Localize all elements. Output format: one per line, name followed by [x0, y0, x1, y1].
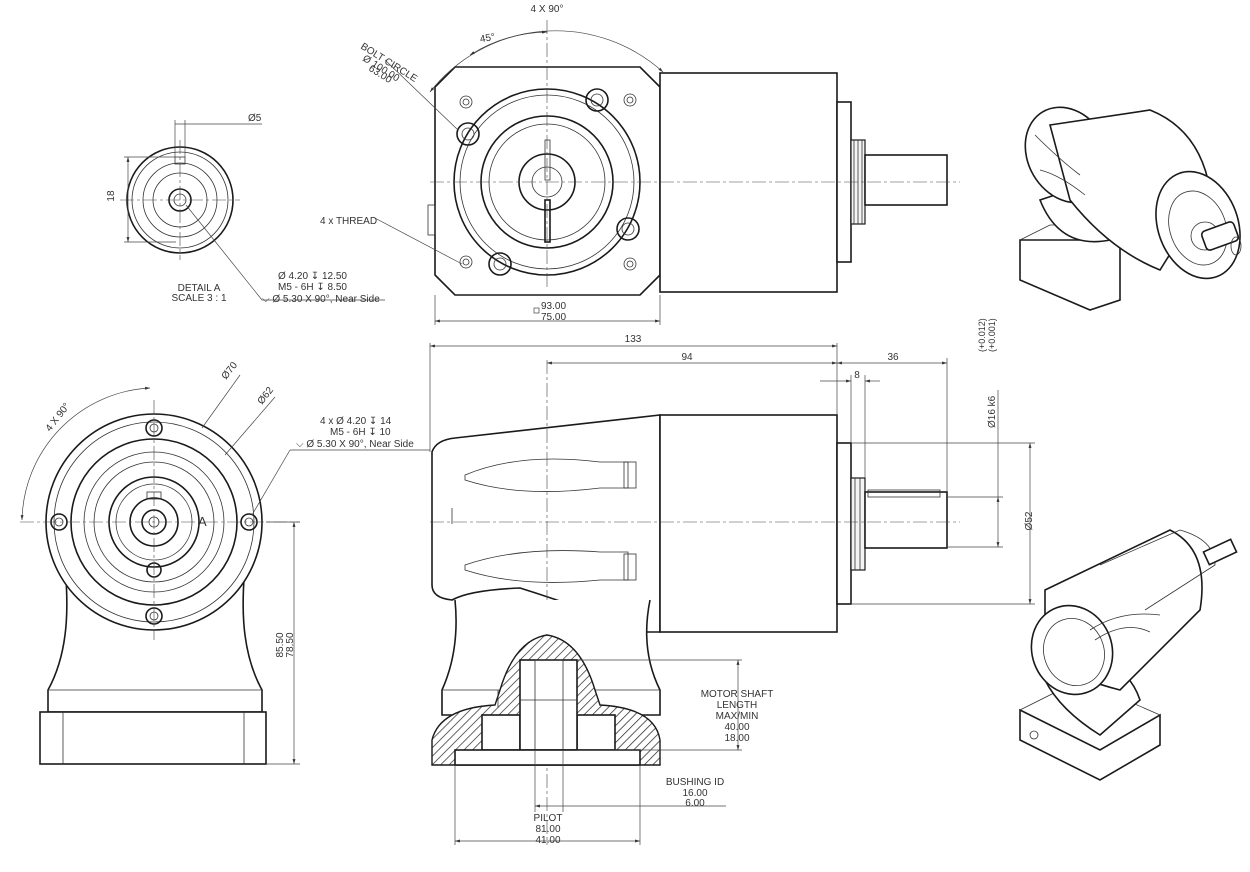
detail-scale: SCALE 3 : 1 [171, 293, 226, 304]
top-4x90-label: 4 X 90° [531, 4, 564, 15]
dim-94: 94 [681, 352, 693, 363]
front-spec-3: ⌵ Ø 5.30 X 90°, Near Side [296, 439, 414, 450]
dim-8: 8 [854, 370, 860, 381]
front-view [20, 374, 430, 765]
hole-spec-2: M5 - 6H ↧ 8.50 [278, 282, 347, 293]
dim-52: Ø52 [1024, 511, 1035, 530]
detail-dia5-label: Ø5 [248, 113, 262, 124]
top-view [372, 20, 960, 325]
dim-36: 36 [887, 352, 899, 363]
shaft-diameter-label: Ø16 k6 [987, 395, 998, 428]
flange-75-label: 75.00 [541, 312, 566, 323]
shaft-tol-plus: (+0.012) [977, 318, 987, 352]
pilot-label-3: 41.00 [535, 835, 560, 846]
motor-shaft-label-3: MAX/MIN [716, 711, 759, 722]
front-spec-1: 4 x Ø 4.20 ↧ 14 [320, 416, 392, 427]
shaft-tol-minus: (+0.001) [987, 318, 997, 352]
side-section-view [429, 343, 1035, 845]
iso-view-top [1019, 106, 1242, 311]
hole-spec-3: ⌵ Ø 5.30 X 90°, Near Side [262, 294, 380, 305]
detail-18-label: 18 [106, 190, 117, 202]
front-spec-2: M5 - 6H ↧ 10 [330, 427, 391, 438]
flange-93-label: 93.00 [541, 301, 566, 312]
bushing-label-3: 6.00 [685, 798, 705, 809]
height-7850: 78.50 [285, 632, 296, 657]
dim-133: 133 [625, 334, 642, 345]
thread-4x-label: 4 x THREAD [320, 216, 377, 227]
pilot-label-2: 81.00 [535, 824, 560, 835]
detail-title: DETAIL A [178, 283, 221, 294]
motor-shaft-label-4: 40.00 [724, 722, 749, 733]
detail-ref-label: A [198, 514, 207, 529]
angle-45-label: 45° [479, 32, 496, 45]
detail-a-view [120, 120, 385, 301]
pilot-label-1: PILOT [534, 813, 563, 824]
front-d62-label: Ø62 [256, 385, 277, 407]
motor-shaft-label-2: LENGTH [717, 700, 758, 711]
front-4x90-label: 4 X 90° [44, 401, 73, 434]
height-8550: 85.50 [275, 632, 286, 657]
motor-shaft-label-5: 18.00 [724, 733, 749, 744]
bushing-label-2: 16.00 [682, 788, 707, 799]
iso-view-bottom [1019, 529, 1238, 781]
hole-spec-1: Ø 4.20 ↧ 12.50 [278, 271, 347, 282]
motor-shaft-label-1: MOTOR SHAFT [701, 689, 774, 700]
bushing-label-1: BUSHING ID [666, 777, 724, 788]
